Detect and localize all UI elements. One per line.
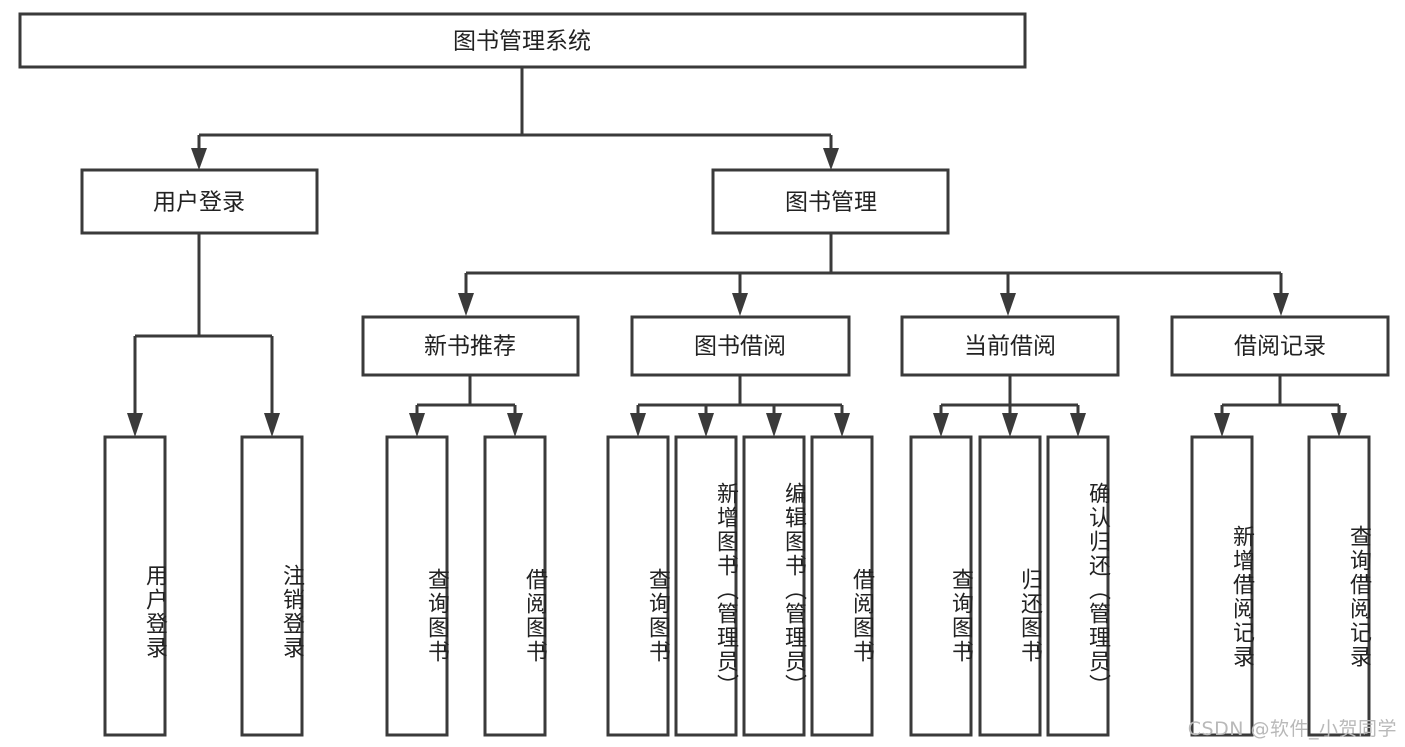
- arrow-head-bookborrow-leaf-2: [698, 413, 714, 437]
- node-book-manage-box[interactable]: [711, 168, 950, 235]
- leaf-box-book-borrow-3[interactable]: [742, 435, 806, 737]
- node-current-borrow-box[interactable]: [900, 315, 1120, 377]
- leaf-box-borrow-record-2[interactable]: [1307, 435, 1371, 737]
- leaf-box-new-book-2[interactable]: [483, 435, 547, 737]
- arrow-head-book-manage: [823, 148, 839, 170]
- arrow-head-newbook-leaf-2: [507, 413, 523, 437]
- arrow-head-borrowrecord-leaf-1: [1214, 413, 1230, 437]
- node-root-label: 图书管理系统: [453, 29, 591, 55]
- arrow-head-bookborrow-leaf-4: [834, 413, 850, 437]
- leaf-box-book-borrow-2[interactable]: [674, 435, 738, 737]
- arrow-head-borrowrecord-leaf-2: [1331, 413, 1347, 437]
- node-borrow-record-label: 借阅记录: [1234, 334, 1326, 360]
- leaf-box-book-borrow-1[interactable]: [606, 435, 670, 737]
- arrow-head-user-login: [191, 148, 207, 170]
- arrow-head-current-borrow: [1000, 293, 1016, 316]
- node-new-book-recommend-label: 新书推荐: [424, 334, 516, 360]
- node-book-borrow-label: 图书借阅: [694, 334, 786, 360]
- leaf-box-current-borrow-2[interactable]: [978, 435, 1042, 737]
- arrow-head-currentborrow-leaf-3: [1070, 413, 1086, 437]
- leaf-box-new-book-1[interactable]: [385, 435, 449, 737]
- leaf-box-current-borrow-1[interactable]: [909, 435, 973, 737]
- arrow-head-new-book: [458, 293, 474, 316]
- csdn-watermark: CSDN @软件_小贺同学: [1187, 718, 1397, 740]
- arrow-head-borrow-record: [1273, 293, 1289, 316]
- arrow-head-currentborrow-leaf-1: [933, 413, 949, 437]
- arrow-head-currentborrow-leaf-2: [1002, 413, 1018, 437]
- arrow-head-leaf-user-login: [127, 413, 143, 437]
- arrow-head-bookborrow-leaf-3: [766, 413, 782, 437]
- node-user-login-box[interactable]: [80, 168, 319, 235]
- leaf-box-user-login-2[interactable]: [240, 435, 304, 737]
- node-user-login-label: 用户登录: [153, 190, 245, 216]
- leaf-box-book-borrow-4[interactable]: [810, 435, 874, 737]
- node-root-box[interactable]: [18, 12, 1027, 69]
- node-borrow-record-box[interactable]: [1170, 315, 1390, 377]
- connectors-group: [127, 67, 1347, 437]
- arrow-head-book-borrow: [732, 293, 748, 316]
- leaf-box-user-login-1[interactable]: [103, 435, 167, 737]
- arrow-head-bookborrow-leaf-1: [630, 413, 646, 437]
- node-new-book-recommend-box[interactable]: [361, 315, 580, 377]
- node-current-borrow-label: 当前借阅: [964, 334, 1056, 360]
- node-book-borrow-box[interactable]: [630, 315, 851, 377]
- node-book-manage-label: 图书管理: [785, 190, 877, 216]
- arrow-head-leaf-logout: [264, 413, 280, 437]
- nodes-group: 图书管理系统 用户登录 图书管理 新书推荐 图书借阅 当前借阅 借阅记录: [18, 12, 1390, 737]
- arrow-head-newbook-leaf-1: [409, 413, 425, 437]
- leaf-box-borrow-record-1[interactable]: [1190, 435, 1254, 737]
- leaf-box-current-borrow-3[interactable]: [1046, 435, 1110, 737]
